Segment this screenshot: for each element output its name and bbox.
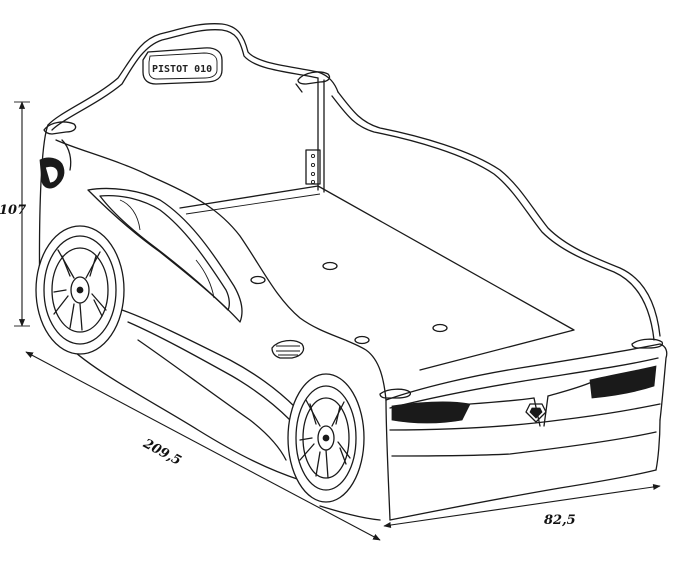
right-headlight-icon	[589, 365, 657, 399]
mounting-bracket	[305, 149, 321, 185]
right-side-panel	[331, 91, 661, 341]
front-hook-right-icon	[631, 338, 664, 349]
front-wheel	[287, 373, 365, 503]
side-scoop-icon	[39, 157, 65, 189]
height-dimension: 107	[0, 101, 30, 327]
plate-text: PISTOT 010	[152, 64, 212, 75]
front-emblem-icon	[525, 403, 547, 423]
side-vent-icon	[271, 339, 305, 359]
width-dimension: 82,5	[383, 483, 661, 529]
headboard-plate: PISTOT 010	[142, 47, 223, 85]
front-hook-left-icon	[379, 388, 412, 399]
height-label: 107	[0, 203, 26, 218]
mattress-platform	[179, 185, 575, 371]
width-label: 82,5	[544, 513, 576, 528]
left-headlight-icon	[391, 401, 471, 424]
front-nose	[385, 343, 668, 521]
length-label: 209,5	[140, 436, 184, 469]
rear-wheel	[35, 225, 125, 355]
side-window	[87, 187, 243, 323]
hook-left-icon	[43, 121, 77, 135]
hook-right-icon	[295, 71, 331, 93]
